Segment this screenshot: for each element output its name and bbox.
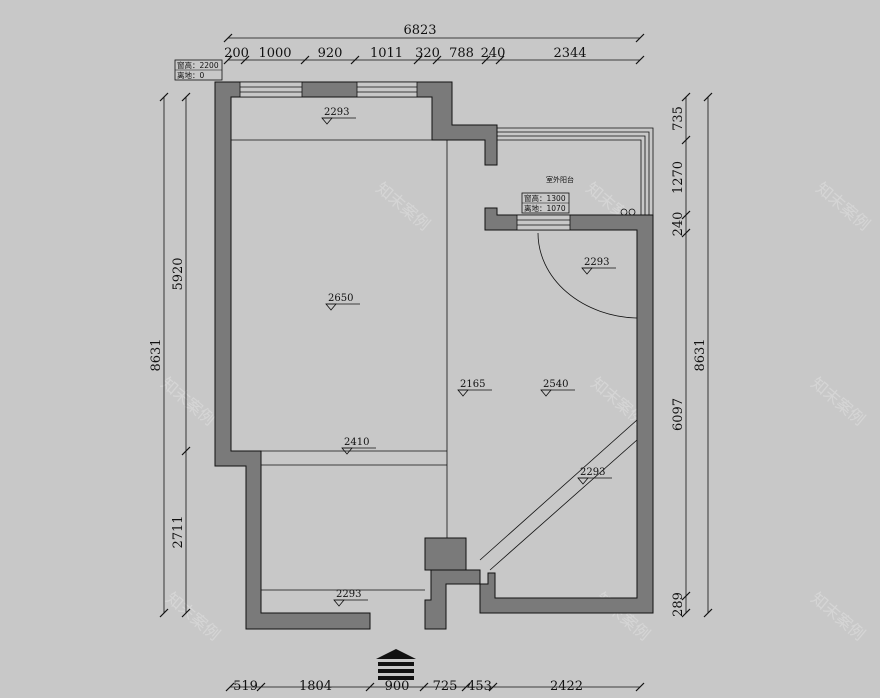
walls [214,81,654,630]
segment-width-label: 1804 [299,679,332,694]
ceiling-level-label: 2410 [344,437,369,448]
drain-icon [620,208,628,216]
segment-width-label: 2422 [550,679,583,694]
ceiling-level-label: 2650 [328,293,353,304]
overall-height-label: 8631 [149,338,164,371]
ceiling-level-label: 2293 [580,467,605,478]
watermark: 知末案例 [157,374,218,430]
segment-width-label: 1011 [370,46,403,61]
ceiling-level-label: 2293 [336,589,361,600]
room-label-balcony: 室外阳台 [546,175,574,184]
window-note-balcony: 窗高：1300 离地：1070 [521,192,570,214]
segment-width-label: 2344 [553,46,586,61]
ceiling-level-label: 2293 [324,107,349,118]
floor-drains [620,208,636,216]
watermark: 知末案例 [162,589,223,645]
segment-width-label: 240 [481,46,506,61]
lower-wall-stub [424,569,481,630]
segment-width-label: 453 [467,679,492,694]
segment-height-label: 1270 [671,161,686,194]
segment-height-label: 735 [671,106,686,131]
segment-height-label: 6097 [671,398,686,431]
overall-height-label: 8631 [693,338,708,371]
segment-width-label: 900 [385,679,410,694]
window-top-2 [356,81,418,98]
left-apartment-wall [214,81,498,630]
window-sill-text: 离地：1070 [524,203,566,213]
watermark: 知末案例 [812,179,873,235]
segment-height-label: 289 [671,592,686,617]
overall-width-label: 6823 [403,23,436,38]
segment-width-label: 320 [415,46,440,61]
column [424,537,467,571]
watermark: 知末案例 [807,374,868,430]
window-height-text: 窗高：1300 [524,193,566,203]
segment-width-label: 200 [224,46,249,61]
segment-width-label: 1000 [258,46,291,61]
segment-width-label: 519 [233,679,258,694]
ceiling-level-label: 2540 [543,379,568,390]
window-height-text: 窗高：2200 [177,60,219,70]
level-markers: 2293 2650 2410 2293 2293 2165 2540 2293 [321,107,616,607]
windows [239,81,571,231]
window-sill-text: 离地：0 [177,70,204,80]
segment-width-label: 725 [433,679,458,694]
segment-height-label: 5920 [171,257,186,290]
segment-width-label: 788 [449,46,474,61]
ceiling-level-label: 2293 [584,257,609,268]
ceiling-level-label: 2165 [460,379,485,390]
top-dimensions: 6823 200 1000 920 1011 320 788 240 2344 [223,23,645,65]
watermark: 知末案例 [372,179,433,235]
window-top-1 [239,81,303,98]
watermark: 知末案例 [807,589,868,645]
segment-width-label: 920 [318,46,343,61]
right-dimensions: 8631 735 1270 240 6097 289 [671,92,713,618]
segment-height-label: 240 [671,212,686,237]
bottom-dimensions: 519 1804 900 725 453 2422 [225,679,645,694]
window-note-top-left: 窗高：2200 离地：0 [174,59,223,81]
watermarks: 知末案例 知末案例 知末案例 知末案例 知末案例 知末案例 知末案例 知末案例 … [157,179,873,645]
segment-height-label: 2711 [171,515,186,548]
left-dimensions: 8631 5920 2711 [149,92,191,618]
entrance-arrow-icon [376,649,416,680]
drain-icon [628,208,636,216]
window-balcony [516,214,571,231]
